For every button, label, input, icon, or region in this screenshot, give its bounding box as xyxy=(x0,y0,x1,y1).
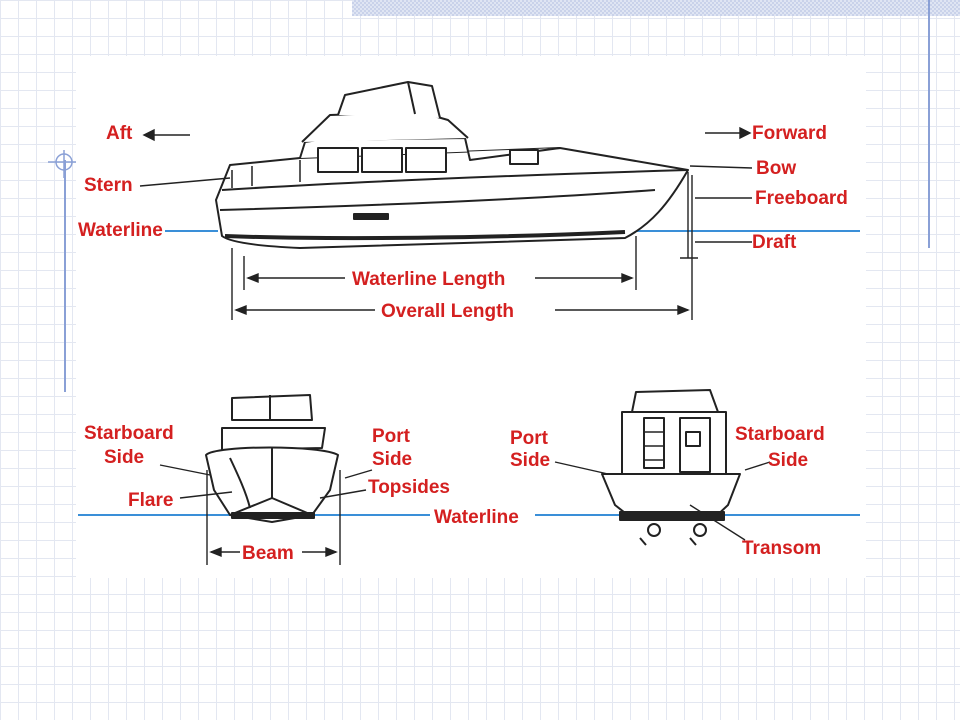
side-view xyxy=(165,81,860,249)
aft-arrowhead xyxy=(142,128,155,142)
label-port-front-line2: Side xyxy=(372,449,412,470)
front-flybridge xyxy=(231,394,313,421)
label-bow: Bow xyxy=(756,158,796,179)
flybridge xyxy=(301,111,469,143)
label-flare: Flare xyxy=(128,490,173,511)
label-starboard-rear-line1: Starboard xyxy=(735,424,825,445)
label-draft: Draft xyxy=(752,232,797,253)
label-port-rear-line2: Side xyxy=(510,450,550,471)
length-arrowheads xyxy=(234,272,690,316)
bimini-frame xyxy=(407,81,416,115)
rear-door xyxy=(679,417,711,473)
labels: Aft Forward Bow Stern Freeboard Waterlin… xyxy=(78,123,848,564)
label-beam: Beam xyxy=(242,543,294,564)
label-starboard-front-line2: Side xyxy=(104,447,144,468)
boot-stripe xyxy=(224,230,626,241)
starboard-front-leader xyxy=(159,464,211,476)
rear-boot-stripe xyxy=(619,511,725,521)
rear-flybridge xyxy=(631,389,719,413)
label-transom: Transom xyxy=(742,538,821,559)
rear-ladder xyxy=(643,417,665,469)
forward-hatch xyxy=(509,149,539,165)
flare-leader xyxy=(179,491,233,499)
rudder-starboard xyxy=(689,537,697,546)
front-boot-stripe xyxy=(231,512,315,519)
front-dimensions xyxy=(159,464,373,565)
topsides-leader xyxy=(319,489,367,499)
transom-leader xyxy=(689,504,746,541)
window-1 xyxy=(317,147,359,173)
port-rear-leader xyxy=(554,461,609,475)
rear-door-window xyxy=(685,431,701,447)
beam-arrowheads xyxy=(209,546,338,558)
crosshair-icon xyxy=(48,150,80,178)
starboard-rear-leader xyxy=(744,461,771,471)
front-flare-curve xyxy=(229,457,251,509)
label-starboard-rear-line2: Side xyxy=(768,450,808,471)
rear-view xyxy=(601,389,741,546)
label-forward: Forward xyxy=(752,123,827,144)
label-aft: Aft xyxy=(106,123,133,144)
sheer-line xyxy=(221,169,689,191)
label-port-rear-line1: Port xyxy=(510,428,549,449)
slide-top-bar xyxy=(352,0,960,16)
label-freeboard: Freeboard xyxy=(755,188,848,209)
label-port-front-line1: Port xyxy=(372,426,411,447)
label-waterline-side: Waterline xyxy=(78,220,163,241)
cockpit-lines xyxy=(231,160,301,188)
label-topsides: Topsides xyxy=(368,477,450,498)
front-view xyxy=(205,394,339,523)
window-3 xyxy=(405,147,447,173)
window-2 xyxy=(361,147,403,173)
rudder-port xyxy=(639,537,647,546)
rub-rail xyxy=(219,189,656,211)
port-front-leader xyxy=(344,469,373,479)
propeller-port xyxy=(647,523,661,537)
bimini-top xyxy=(337,81,441,119)
label-waterline-length: Waterline Length xyxy=(352,269,505,290)
slide-left-rule xyxy=(64,160,66,392)
label-starboard-front-line1: Starboard xyxy=(84,423,174,444)
rear-dimensions xyxy=(554,461,771,541)
propeller-starboard xyxy=(693,523,707,537)
bow-leader xyxy=(689,165,753,169)
hull-nameplate xyxy=(353,213,389,220)
label-waterline-bottom: Waterline xyxy=(434,507,519,528)
stern-leader xyxy=(139,177,231,187)
label-overall-length: Overall Length xyxy=(381,301,514,322)
side-dimensions xyxy=(139,126,753,320)
slide-right-rule xyxy=(928,0,930,248)
forward-arrowhead xyxy=(739,126,752,140)
label-stern: Stern xyxy=(84,175,133,196)
